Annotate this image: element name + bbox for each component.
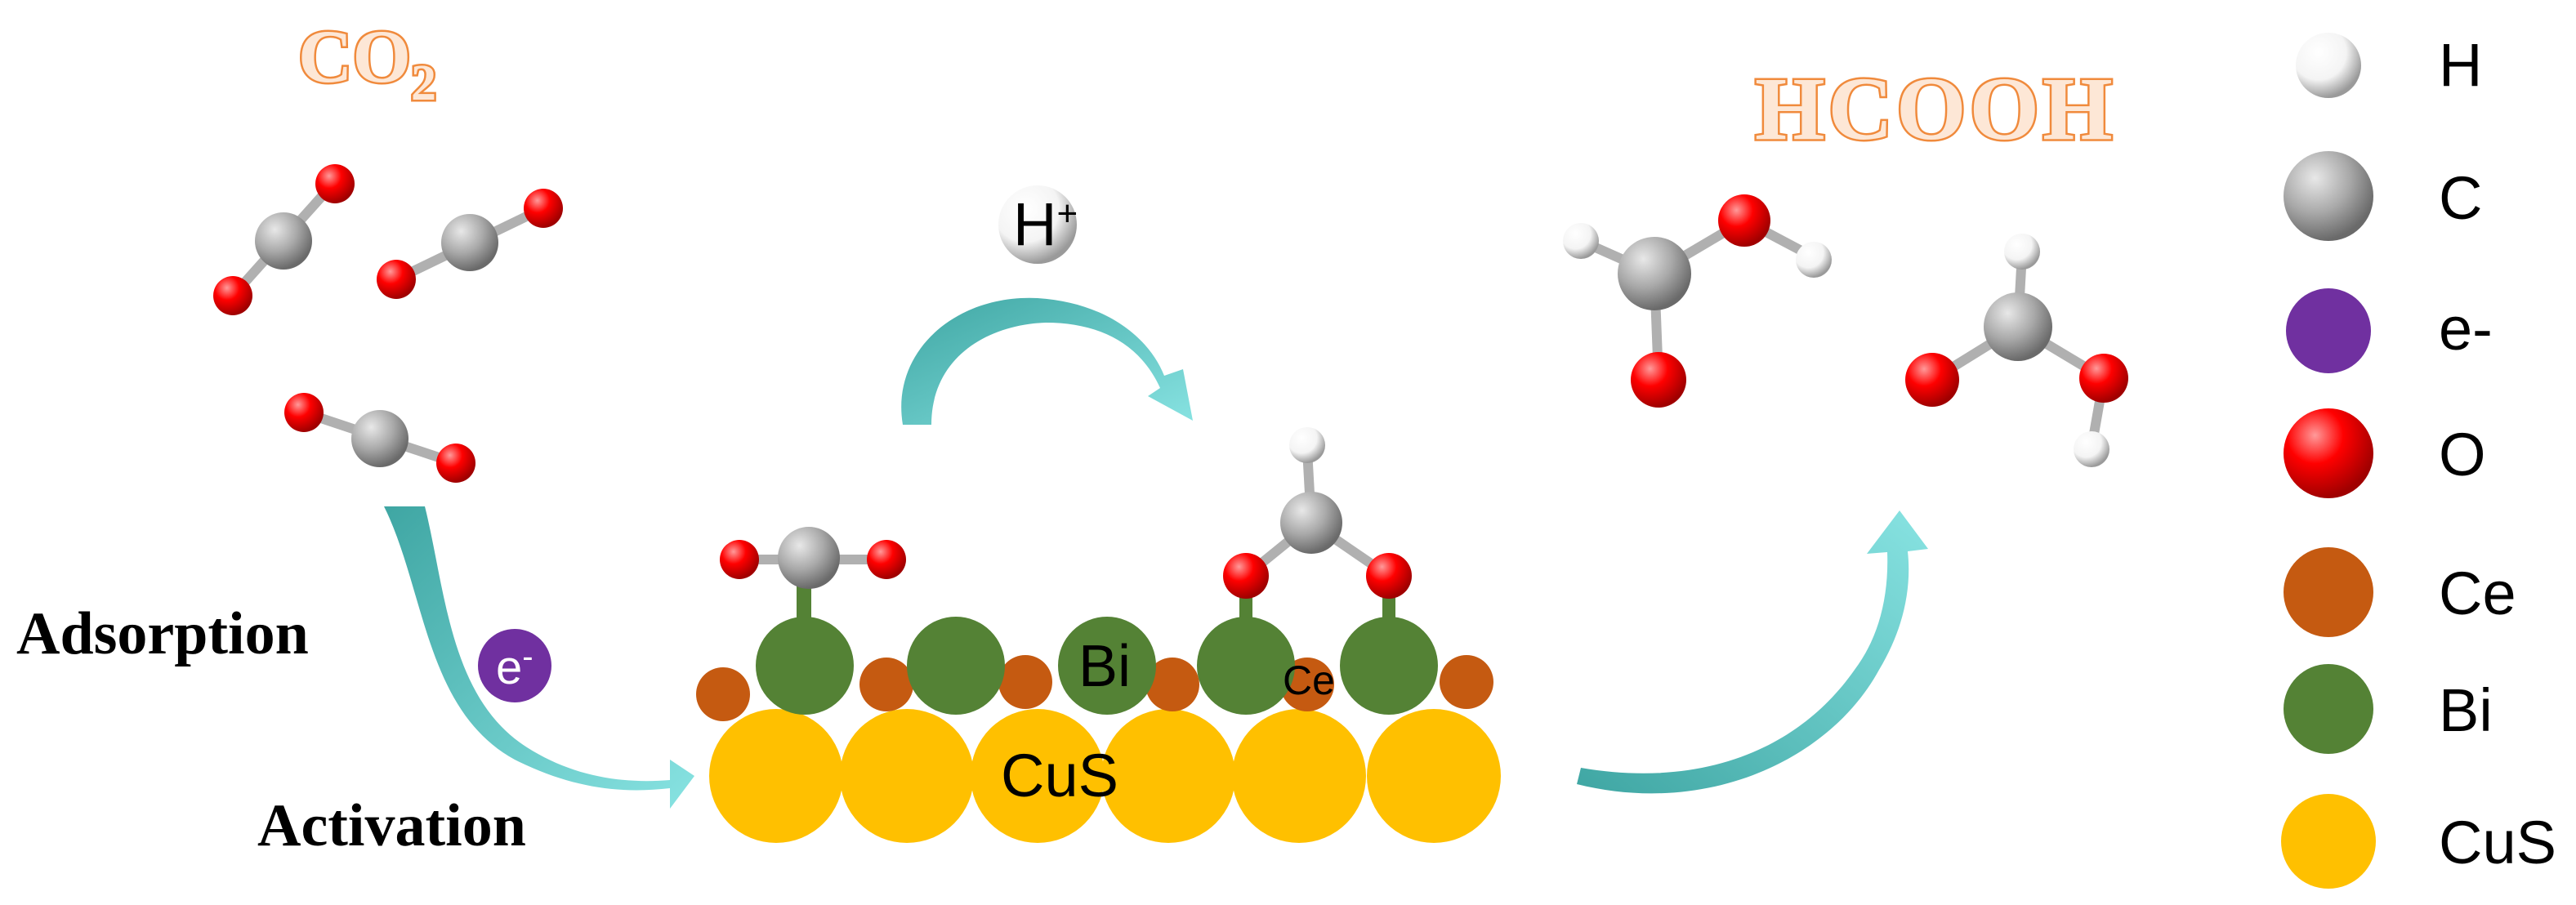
legend-item-o: O <box>2284 408 2486 498</box>
svg-text:C: C <box>2439 164 2482 232</box>
adsorption-label: Adsorption <box>16 600 309 667</box>
bi-label: Bi <box>1078 634 1131 699</box>
legend: H C e- O Ce Bi CuS <box>2281 31 2556 889</box>
adsorbed-co2 <box>720 527 906 621</box>
svg-text:e-: e- <box>496 639 534 694</box>
protonation-arrow <box>901 297 1193 425</box>
legend-item-electron: e- <box>2286 288 2493 373</box>
legend-item-cus: CuS <box>2281 794 2556 889</box>
svg-text:Bi: Bi <box>2439 676 2493 744</box>
bi-atoms <box>756 617 1438 715</box>
svg-text:e-: e- <box>2439 295 2493 363</box>
co2-molecule-3 <box>284 393 475 483</box>
adsorbed-formate <box>1223 427 1412 629</box>
svg-text:Ce: Ce <box>2439 559 2516 627</box>
co2-molecule-1 <box>213 164 355 315</box>
hcooh-molecule-1 <box>1563 194 1832 408</box>
ce-label: Ce <box>1283 658 1335 703</box>
cus-label: CuS <box>1001 742 1118 809</box>
svg-text:H+: H+ <box>1013 190 1078 258</box>
legend-item-bi: Bi <box>2284 664 2493 754</box>
legend-item-ce: Ce <box>2284 547 2516 637</box>
co2-molecule-2 <box>377 189 563 299</box>
activation-label: Activation <box>257 792 526 859</box>
electron-bubble: e- <box>478 629 551 702</box>
adsorption-arrow <box>384 506 694 809</box>
svg-text:O: O <box>2439 421 2486 488</box>
legend-item-c: C <box>2284 151 2482 241</box>
hcooh-molecule-2 <box>1905 234 2128 467</box>
product-title: HCOOH <box>1755 59 2116 158</box>
svg-text:CuS: CuS <box>2439 809 2556 876</box>
proton-bubble: H+ <box>998 185 1078 264</box>
legend-item-h: H <box>2296 31 2482 99</box>
svg-text:H: H <box>2439 31 2482 99</box>
cus-layer <box>709 709 1501 843</box>
reactant-title: CO2 <box>298 15 436 111</box>
desorption-arrow <box>1577 510 1928 794</box>
